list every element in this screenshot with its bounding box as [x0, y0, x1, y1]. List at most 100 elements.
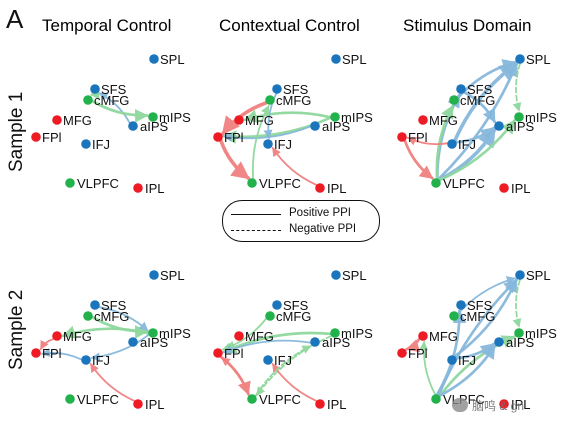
node-IFJ: IFJ	[263, 353, 292, 368]
edge-FPl-to-VLPFC	[403, 139, 434, 180]
edge-mIPS-to-IFJ	[90, 334, 150, 362]
node-dot-SPL	[331, 54, 341, 64]
node-dot-MFG	[234, 331, 244, 341]
node-label-SPL: SPL	[160, 52, 185, 67]
node-mIPS: mIPS	[514, 326, 557, 341]
node-label-SPL: SPL	[342, 52, 367, 67]
node-SPL: SPL	[149, 52, 185, 67]
node-label-VLPFC: VLPFC	[259, 176, 301, 191]
node-label-SPL: SPL	[526, 268, 551, 283]
node-label-IPL: IPL	[327, 397, 347, 412]
node-dot-SPL	[149, 270, 159, 280]
node-MFG: MFG	[234, 113, 274, 128]
node-dot-MFG	[52, 115, 62, 125]
node-dot-IFJ	[81, 355, 91, 365]
node-aIPS: aIPS	[494, 119, 535, 134]
node-dot-cMFG	[83, 311, 93, 321]
watermark-text: 脑鸣 & gn	[472, 399, 525, 413]
node-dot-FPl	[397, 132, 407, 142]
node-label-cMFG: cMFG	[276, 93, 311, 108]
node-dot-MFG	[234, 115, 244, 125]
node-label-mIPS: mIPS	[525, 326, 557, 341]
node-FPl: FPl	[31, 130, 62, 145]
node-dot-SPL	[515, 54, 525, 64]
node-dot-mIPS	[514, 328, 524, 338]
node-dot-SPL	[515, 270, 525, 280]
edge-mIPS-to-FPl	[222, 116, 332, 144]
node-dot-cMFG	[449, 95, 459, 105]
node-IFJ: IFJ	[447, 137, 476, 152]
node-VLPFC: VLPFC	[247, 392, 301, 407]
node-IFJ: IFJ	[81, 137, 110, 152]
node-dot-IPL	[315, 183, 325, 193]
node-dot-aIPS	[128, 337, 138, 347]
node-IPL: IPL	[315, 397, 347, 412]
node-dot-aIPS	[310, 337, 320, 347]
edge-VLPFC-to-cMFG	[251, 105, 270, 179]
node-IPL: IPL	[499, 397, 531, 412]
node-dot-aIPS	[494, 121, 504, 131]
node-cMFG: cMFG	[83, 309, 129, 324]
node-dot-VLPFC	[65, 178, 75, 188]
node-label-MFG: MFG	[245, 329, 274, 344]
node-dot-IFJ	[263, 139, 273, 149]
node-FPl: FPl	[213, 130, 244, 145]
node-label-SFS: SFS	[467, 298, 493, 313]
edge-IFJ-to-aIPS	[455, 126, 495, 144]
node-dot-FPl	[31, 348, 41, 358]
edge-IPL-to-IFJ	[271, 147, 318, 186]
node-SFS: SFS	[456, 82, 493, 97]
column-title-temporal: Temporal Control	[42, 16, 172, 35]
node-label-mIPS: mIPS	[159, 326, 191, 341]
node-dot-SPL	[331, 270, 341, 280]
node-label-IFJ: IFJ	[458, 353, 476, 368]
node-dot-VLPFC	[247, 178, 257, 188]
node-label-aIPS: aIPS	[140, 119, 169, 134]
node-SPL: SPL	[331, 52, 367, 67]
edge-SFS-to-mIPS	[98, 306, 149, 332]
node-MFG: MFG	[418, 113, 458, 128]
node-SPL: SPL	[515, 52, 551, 67]
legend-negative: Negative PPI	[231, 222, 379, 238]
edge-aIPS-to-SFS	[98, 92, 131, 124]
node-label-IFJ: IFJ	[274, 353, 292, 368]
node-dot-IPL	[315, 399, 325, 409]
node-label-aIPS: aIPS	[322, 335, 351, 350]
edge-IFJ-to-FPl	[407, 136, 448, 146]
node-SFS: SFS	[272, 298, 309, 313]
node-label-FPl: FPl	[408, 346, 428, 361]
edge-SFS-to-cMFG	[90, 90, 100, 100]
node-dot-mIPS	[148, 328, 158, 338]
node-dot-SFS	[272, 84, 282, 94]
node-MFG: MFG	[52, 113, 92, 128]
node-dot-VLPFC	[247, 394, 257, 404]
node-label-mIPS: mIPS	[341, 326, 373, 341]
node-label-FPl: FPl	[42, 130, 62, 145]
node-dot-cMFG	[449, 311, 459, 321]
edge-cMFG-to-FPl	[221, 101, 268, 136]
node-dot-aIPS	[494, 337, 504, 347]
node-label-SFS: SFS	[101, 82, 127, 97]
legend-positive-label: Positive PPI	[289, 207, 351, 219]
node-dot-SFS	[456, 300, 466, 310]
node-cMFG: cMFG	[265, 93, 311, 108]
node-VLPFC: VLPFC	[247, 176, 301, 191]
node-VLPFC: VLPFC	[431, 176, 485, 191]
edge-VLPFC-to-FPl	[220, 356, 250, 396]
node-dot-MFG	[418, 115, 428, 125]
node-label-IFJ: IFJ	[458, 137, 476, 152]
node-label-FPl: FPl	[224, 346, 244, 361]
node-dot-IFJ	[447, 355, 457, 365]
node-label-aIPS: aIPS	[140, 335, 169, 350]
wechat-icon	[452, 398, 468, 412]
node-aIPS: aIPS	[128, 119, 169, 134]
node-label-MFG: MFG	[63, 113, 92, 128]
edge-mIPS-to-FPl	[222, 331, 332, 354]
node-mIPS: mIPS	[148, 326, 191, 341]
node-IFJ: IFJ	[263, 137, 292, 152]
node-dot-IPL	[499, 183, 509, 193]
node-dot-IPL	[499, 399, 509, 409]
node-label-IFJ: IFJ	[92, 353, 110, 368]
